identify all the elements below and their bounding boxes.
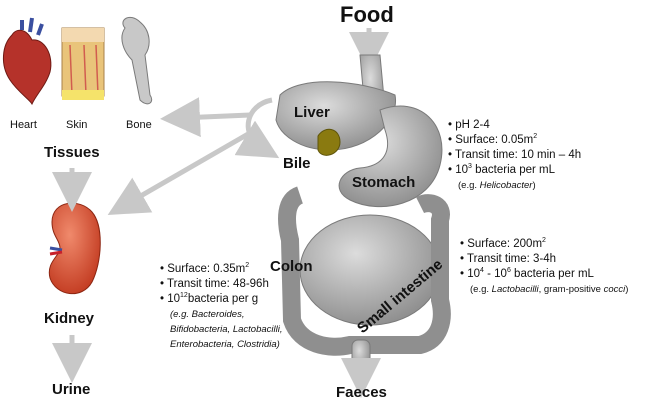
stomach-info: • pH 2-4 • Surface: 0.05m2 • Transit tim… — [448, 119, 582, 191]
stomach-transit: Transit time: 10 min – 4h — [455, 149, 582, 161]
stomach-example-suffix: ) — [532, 180, 536, 191]
bone-image — [121, 16, 153, 105]
si-b1: 10 — [467, 268, 481, 280]
colon-example-3: Enterobacteria, Clostridia) — [170, 339, 280, 350]
si-b-mid: - 10 — [483, 268, 507, 280]
kidney-image — [48, 202, 101, 295]
si-surface: Surface: 200m — [467, 238, 543, 250]
food-title: Food — [340, 2, 394, 27]
colon-transit: Transit time: 48-96h — [167, 278, 269, 290]
colon-b-rest: bacteria per g — [187, 293, 259, 305]
tissues-label: Tissues — [44, 144, 100, 161]
small-intestine-info: • Surface: 200m2 • Transit time: 3-4h • … — [460, 237, 629, 295]
urine-label: Urine — [52, 381, 91, 398]
rectum-shape — [351, 339, 371, 371]
si-b2-exp: 6 — [506, 267, 511, 275]
colon-label: Colon — [270, 258, 313, 275]
si-b1-exp: 4 — [480, 267, 484, 275]
stomach-surface: Surface: 0.05m — [455, 134, 534, 146]
stomach-bacteria-base: 10 — [455, 164, 469, 176]
kidney-label: Kidney — [44, 310, 95, 327]
gallbladder-shape — [317, 128, 341, 156]
si-example-suffix: ) — [625, 284, 629, 295]
colon-example-2: Bifidobacteria, Lactobacilli, — [170, 324, 283, 335]
colon-example-1: (e.g. Bacteroides, — [170, 309, 245, 320]
si-example-prefix: (e.g. — [470, 284, 492, 295]
si-example2: cocci — [603, 284, 626, 295]
colon-b-exp: 12 — [180, 292, 188, 300]
bile-label: Bile — [283, 155, 311, 172]
liver-label: Liver — [294, 104, 330, 121]
colon-info: • Surface: 0.35m2 • Transit time: 48-96h… — [160, 262, 283, 350]
gut-to-kidney-arrow — [107, 127, 257, 215]
colon-surface: Surface: 0.35m — [167, 263, 246, 275]
colon-shape — [278, 186, 451, 356]
bone-label: Bone — [126, 119, 152, 131]
liver-bile-loop-arrow — [234, 97, 280, 159]
stomach-label: Stomach — [352, 174, 416, 191]
si-transit: Transit time: 3-4h — [467, 253, 557, 265]
colon-surface-exp: 2 — [245, 262, 250, 270]
stomach-shape — [338, 105, 443, 207]
faeces-label: Faeces — [336, 384, 387, 401]
stomach-example-prefix: (e.g. — [458, 180, 480, 191]
heart-image — [3, 17, 52, 106]
stomach-surface-exp: 2 — [533, 133, 538, 141]
stomach-bacteria-rest: bacteria per mL — [471, 164, 556, 176]
skin-label: Skin — [66, 119, 88, 131]
colon-b-base: 10 — [167, 293, 181, 305]
si-surface-exp: 2 — [542, 237, 546, 245]
skin-image — [61, 27, 105, 100]
si-example-mid: , gram-positive — [538, 284, 604, 295]
heart-label: Heart — [10, 119, 37, 131]
stomach-example: Helicobacter — [479, 180, 533, 191]
si-b-rest: bacteria per mL — [510, 268, 594, 280]
liver-to-tissues-arrow — [160, 97, 251, 138]
si-example: Lactobacilli — [491, 284, 539, 295]
stomach-ph: pH 2-4 — [455, 119, 490, 131]
stomach-bacteria-exp: 3 — [468, 163, 472, 171]
